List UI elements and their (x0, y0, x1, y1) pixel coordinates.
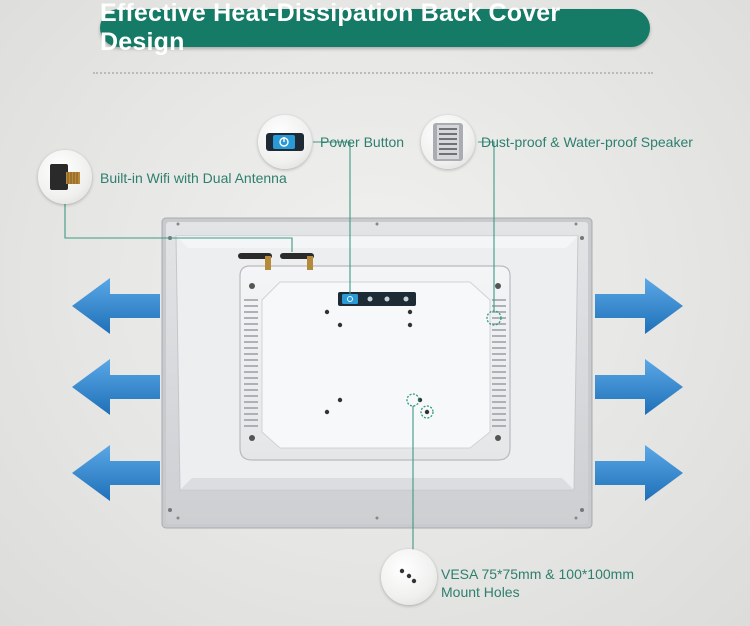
speaker-label: Dust-proof & Water-proof Speaker (481, 134, 693, 150)
back-cover (239, 265, 511, 461)
vesa-thumbnail (381, 549, 437, 605)
right-arrow-icon (595, 445, 683, 501)
left-arrow-icon (72, 359, 160, 415)
divider (93, 72, 653, 74)
right-arrow-icon (595, 359, 683, 415)
left-arrow-icon (72, 278, 160, 334)
left-arrow-icon (72, 445, 160, 501)
power-button-label: Power Button (320, 134, 405, 150)
vesa-label-line1: VESA 75*75mm & 100*100mm (441, 566, 634, 582)
mount-holes-icon (399, 568, 417, 584)
speaker-thumbnail (421, 115, 475, 169)
antenna-connector-icon (50, 164, 80, 190)
power-button-thumbnail (258, 115, 312, 169)
antenna-icon (238, 253, 314, 270)
vesa-label-line2: Mount Holes (441, 584, 520, 600)
power-button-icon (266, 133, 304, 151)
right-arrow-icon (595, 278, 683, 334)
speaker-grille-icon (433, 123, 463, 161)
leader-lines (64, 141, 495, 573)
wifi-label: Built-in Wifi with Dual Antenna (100, 170, 287, 186)
wifi-antenna-thumbnail (38, 150, 92, 204)
